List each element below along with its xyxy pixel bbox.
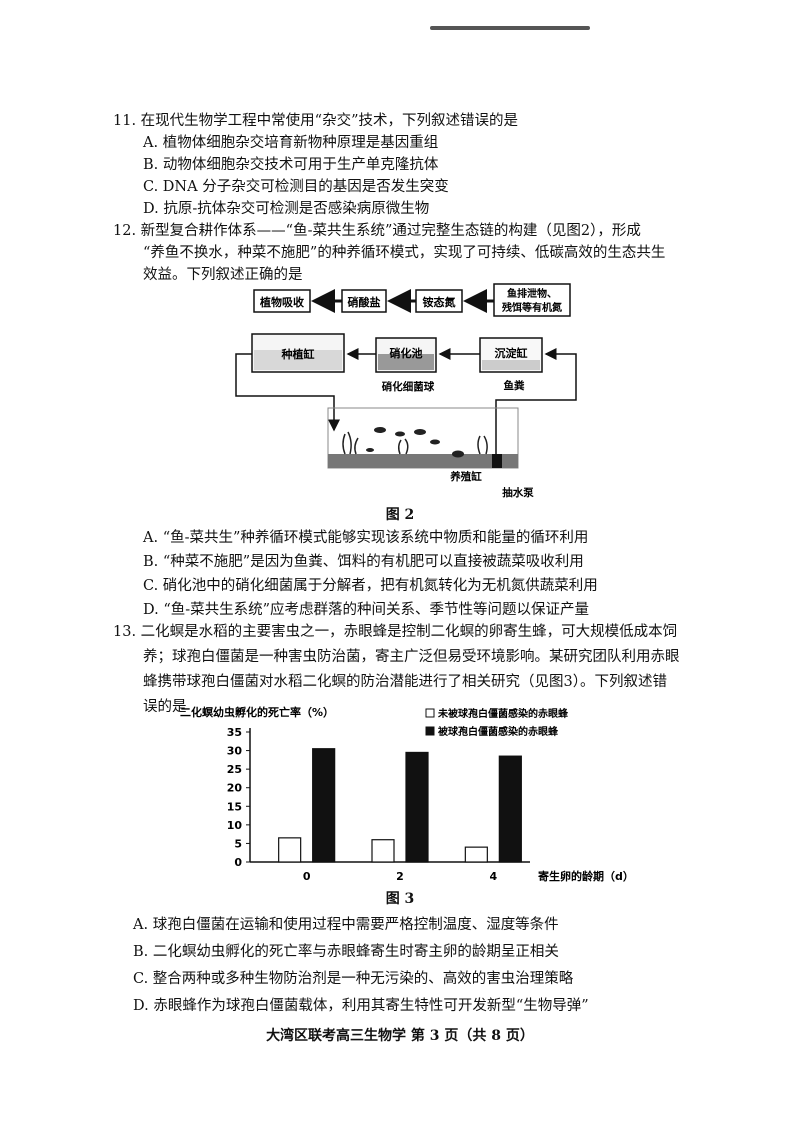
question-13-option-a: A. 球孢白僵菌在运输和使用过程中需要严格控制温度、湿度等条件 bbox=[133, 917, 559, 933]
pump-icon bbox=[492, 454, 502, 468]
question-13-options: A. 球孢白僵菌在运输和使用过程中需要严格控制温度、湿度等条件 B. 二化螟幼虫… bbox=[113, 912, 733, 1020]
figure-3-caption: 图 3 bbox=[385, 891, 415, 907]
question-13-stem: 13. 二化螟是水稻的主要害虫之一，赤眼蜂是控制二化螟的卵寄生蜂，可大规模低成本… bbox=[113, 620, 733, 720]
box-nitrate: 硝酸盐 bbox=[348, 295, 381, 309]
question-13-stem-line-1: 13. 二化螟是水稻的主要害虫之一，赤眼蜂是控制二化螟的卵寄生蜂，可大规模低成本… bbox=[113, 624, 678, 640]
chart-y-tick-label: 35 bbox=[227, 726, 242, 739]
chart-y-tick-label: 25 bbox=[227, 763, 242, 776]
chart-x-tick-label: 0 bbox=[303, 870, 311, 883]
question-12-options: A. “鱼-菜共生”种养循环模式能够实现该系统中物质和能量的循环利用 B. “种… bbox=[113, 526, 733, 622]
question-12-option-b: B. “种菜不施肥”是因为鱼粪、饵料的有机肥可以直接被蔬菜吸收利用 bbox=[143, 554, 584, 570]
box-ammonium: 铵态氮 bbox=[423, 295, 456, 309]
chart-y-tick-label: 10 bbox=[227, 819, 243, 832]
label-pump: 抽水泵 bbox=[502, 486, 534, 499]
question-11-option-c: C. DNA 分子杂交可检测目的基因是否发生突变 bbox=[143, 179, 449, 195]
question-11: 11. 在现代生物学工程中常使用“杂交”技术，下列叙述错误的是 A. 植物体细胞… bbox=[113, 110, 713, 220]
chart-bar bbox=[371, 839, 395, 863]
question-13-option-b: B. 二化螟幼虫孵化的死亡率与赤眼蜂寄生时寄主卵的龄期呈正相关 bbox=[133, 944, 559, 960]
water-plant-icon bbox=[342, 431, 488, 455]
question-11-option-b: B. 动物体细胞杂交技术可用于生产单克隆抗体 bbox=[143, 157, 439, 173]
chart-y-tick-label: 5 bbox=[234, 837, 242, 850]
chart-bar bbox=[405, 751, 429, 863]
question-13-stem-line-4: 误的是 bbox=[143, 699, 187, 715]
box-fish-waste-line-2: 残饵等有机氮 bbox=[502, 301, 562, 314]
question-12-stem-line-3: 效益。下列叙述正确的是 bbox=[143, 267, 303, 283]
box-plant-absorb: 植物吸收 bbox=[259, 295, 304, 309]
legend-label-infected: 被球孢白僵菌感染的赤眼蜂 bbox=[438, 725, 559, 738]
question-12-stem-line-2: “养鱼不换水，种菜不施肥”的种养循环模式，实现了可持续、低碳高效的生态共生 bbox=[143, 245, 666, 261]
question-11-option-a: A. 植物体细胞杂交培育新物种原理是基因重组 bbox=[143, 135, 439, 151]
figure-2-caption: 图 2 bbox=[385, 507, 415, 523]
question-12-stem: 12. 新型复合耕作体系——“鱼-菜共生系统”通过完整生态链的构建（见图2），形… bbox=[113, 220, 713, 286]
tank-sediment: 沉淀缸 bbox=[495, 346, 528, 360]
chart-y-tick-label: 0 bbox=[234, 856, 242, 869]
figure-2-diagram: 植物吸收 硝酸盐 铵态氮 鱼排泄物、 残饵等有机氮 种植缸 硝化池 沉淀缸 硝化… bbox=[235, 283, 577, 499]
scan-mark bbox=[430, 26, 590, 30]
question-12-option-c: C. 硝化池中的硝化细菌属于分解者，把有机氮转化为无机氮供蔬菜利用 bbox=[143, 578, 598, 594]
chart-y-axis-title: 二化螟幼虫孵化的死亡率（%） bbox=[180, 705, 334, 719]
fish-icon-group bbox=[366, 427, 464, 458]
chart-y-tick-label: 15 bbox=[227, 800, 242, 813]
box-fish-waste-line-1: 鱼排泄物、 bbox=[507, 287, 557, 300]
figure-3-bar-chart: 二化螟幼虫孵化的死亡率（%） 未被球孢白僵菌感染的赤眼蜂 被球孢白僵菌感染的赤眼… bbox=[180, 705, 634, 883]
chart-bar bbox=[312, 748, 336, 863]
chart-bar bbox=[498, 755, 522, 863]
question-13-option-d: D. 赤眼蜂作为球孢白僵菌载体，利用其寄生特性可开发新型“生物导弹” bbox=[133, 998, 589, 1014]
chart-legend: 未被球孢白僵菌感染的赤眼蜂 被球孢白僵菌感染的赤眼蜂 bbox=[425, 707, 569, 738]
chart-bar bbox=[464, 846, 488, 863]
label-fish-feces: 鱼粪 bbox=[504, 379, 525, 392]
page-footer: 大湾区联考高三生物学 第 3 页（共 8 页） bbox=[266, 1028, 534, 1044]
question-12-stem-line-1: 12. 新型复合耕作体系——“鱼-菜共生系统”通过完整生态链的构建（见图2），形… bbox=[113, 223, 641, 239]
chart-x-tick-label: 4 bbox=[490, 870, 498, 883]
question-13-stem-line-2: 养；球孢白僵菌是一种害虫防治菌，寄主广泛但易受环境影响。某研究团队利用赤眼 bbox=[143, 649, 680, 665]
question-12-option-a: A. “鱼-菜共生”种养循环模式能够实现该系统中物质和能量的循环利用 bbox=[143, 530, 589, 546]
question-11-option-d: D. 抗原-抗体杂交可检测是否感染病原微生物 bbox=[143, 201, 430, 217]
question-13-stem-line-3: 蜂携带球孢白僵菌对水稻二化螟的防治潜能进行了相关研究（见图3）。下列叙述错 bbox=[143, 674, 667, 690]
legend-swatch-infected bbox=[425, 726, 435, 736]
chart-x-axis-title: 寄生卵的龄期（d） bbox=[538, 869, 634, 883]
legend-swatch-uninfected bbox=[425, 708, 435, 718]
chart-bar bbox=[278, 837, 302, 863]
chart-x-tick-label: 2 bbox=[396, 870, 404, 883]
chart-y-tick-label: 30 bbox=[227, 745, 243, 758]
question-12-option-d: D. “鱼-菜共生系统”应考虑群落的种间关系、季节性等问题以保证产量 bbox=[143, 602, 590, 618]
legend-label-uninfected: 未被球孢白僵菌感染的赤眼蜂 bbox=[437, 707, 569, 720]
question-11-stem: 11. 在现代生物学工程中常使用“杂交”技术，下列叙述错误的是 bbox=[113, 113, 518, 129]
tank-planting: 种植缸 bbox=[281, 347, 315, 361]
chart-y-tick-label: 20 bbox=[227, 782, 243, 795]
question-13-option-c: C. 整合两种或多种生物防治剂是一种无污染的、高效的害虫治理策略 bbox=[133, 971, 574, 987]
label-breeding-tank: 养殖缸 bbox=[449, 470, 482, 483]
label-bacteria-ball: 硝化细菌球 bbox=[382, 380, 435, 393]
tank-nitrify: 硝化池 bbox=[390, 346, 423, 360]
